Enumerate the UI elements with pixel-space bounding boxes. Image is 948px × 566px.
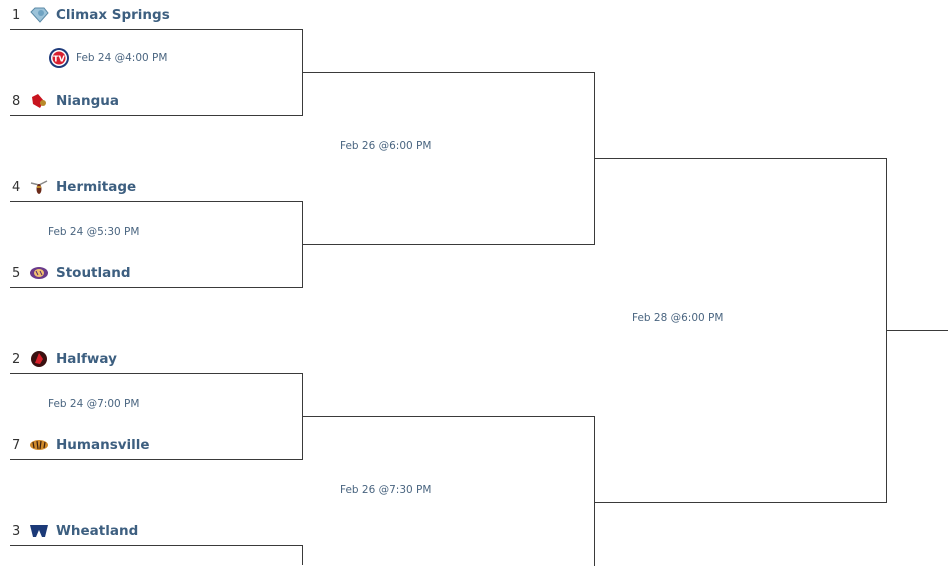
hornet-icon [28,178,50,196]
seed: 3 [12,523,21,539]
bracket-line [302,416,595,417]
bracket-line [594,158,887,159]
bracket-line [10,29,303,30]
team-slot[interactable]: 2 Halfway [12,349,117,369]
bracket-line [10,373,303,374]
bracket-line [10,545,303,546]
seed: 8 [12,93,21,109]
seed: 4 [12,179,21,195]
bracket-line [10,459,303,460]
bracket-line [10,115,303,116]
team-name[interactable]: Humansville [56,437,150,453]
team-name[interactable]: Climax Springs [56,7,170,23]
team-slot[interactable]: 3 Wheatland [12,521,138,541]
game-time[interactable]: Feb 26 @7:30 PM [340,484,431,496]
bracket-line [302,72,595,73]
team-name[interactable]: Niangua [56,93,120,109]
bracket-line [302,244,595,245]
w-logo-icon [28,522,50,540]
cardinal-circle-icon [28,350,50,368]
seed: 7 [12,437,21,453]
game-time-label: Feb 26 @7:30 PM [340,484,432,496]
game-time[interactable]: Feb 24 @5:30 PM [48,226,139,238]
game-time[interactable]: Feb 26 @6:00 PM [340,140,431,152]
game-time-label: Feb 26 @6:00 PM [340,140,432,152]
team-slot[interactable]: 5 Stoutland [12,263,131,283]
game-time[interactable]: TV Feb 24 @4:00 PM [48,47,167,69]
tiger-icon [28,264,50,282]
team-slot[interactable]: 1 Climax Springs [12,5,170,25]
team-name[interactable]: Hermitage [56,179,137,195]
seed: 2 [12,351,21,367]
team-name[interactable]: Wheatland [56,523,139,539]
game-time-label: Feb 24 @4:00 PM [76,52,168,64]
team-slot[interactable]: 8 Niangua [12,91,119,111]
bracket-line [10,287,303,288]
bracket-line [594,502,887,503]
bracket-line [594,416,595,566]
bracket-line [302,545,303,565]
game-time-label: Feb 24 @7:00 PM [48,398,140,410]
svg-text:TV: TV [53,55,65,64]
bracket-line [10,201,303,202]
seed: 1 [12,7,21,23]
tiger-stripe-icon [28,436,50,454]
tv-broadcast-icon[interactable]: TV [48,47,70,69]
game-time[interactable]: Feb 28 @6:00 PM [632,312,723,324]
cardinal-icon [28,92,50,110]
seed: 5 [12,265,21,281]
game-time-label: Feb 24 @5:30 PM [48,226,140,238]
game-time[interactable]: Feb 24 @7:00 PM [48,398,139,410]
team-name[interactable]: Stoutland [56,265,131,281]
team-name[interactable]: Halfway [56,351,117,367]
team-slot[interactable]: 4 Hermitage [12,177,136,197]
game-time-label: Feb 28 @6:00 PM [632,312,724,324]
diamond-mascot-icon [28,6,50,24]
team-slot[interactable]: 7 Humansville [12,435,150,455]
bracket-line [886,330,948,331]
